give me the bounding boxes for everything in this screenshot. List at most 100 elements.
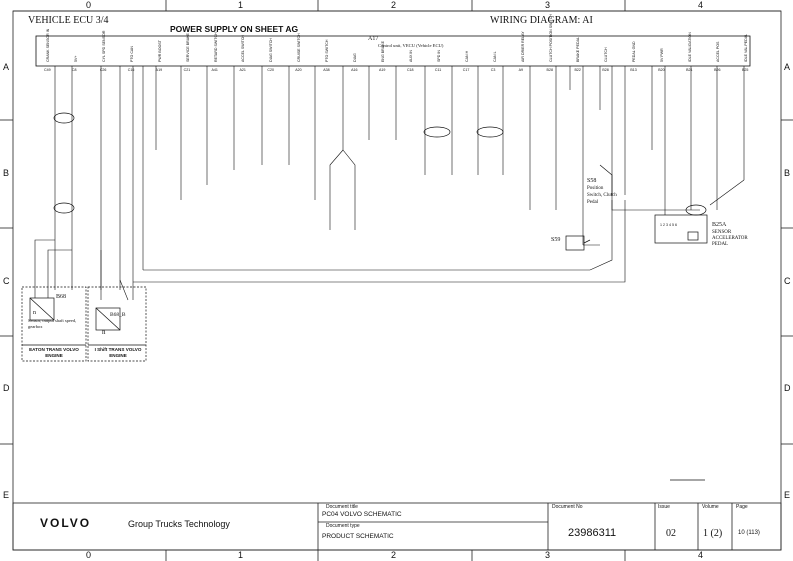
s58-description: Position Switch, Clutch Pedal <box>587 186 617 205</box>
column-label-top-3: 3 <box>545 0 551 10</box>
ecu-pin-label: DIAG SWITCH <box>269 38 274 62</box>
ecu-pin-label: PTO CAN <box>129 46 134 62</box>
volume-label: Volume <box>702 504 719 510</box>
row-label-right-d: D <box>784 383 791 393</box>
row-label-right-a: A <box>784 62 791 72</box>
b25a-box <box>654 214 708 244</box>
ecu-pin-label: 5V PWR <box>660 48 665 62</box>
column-label-top-4: 4 <box>698 0 704 10</box>
ecu-pin-label: CAN H <box>464 50 469 62</box>
ecu-pin-code: A19 <box>379 68 386 72</box>
page-value: 10 (113) <box>738 530 760 536</box>
ecu-pin-label: AUX IN <box>408 50 413 62</box>
row-label-right-b: B <box>784 168 791 178</box>
row-label-right-c: C <box>784 276 791 286</box>
ecu-pin-label: ACCEL SWITCH <box>241 34 246 62</box>
ecu-pin-label: PTO SWITCH <box>325 39 330 63</box>
volvo-logo: VOLVO <box>40 516 92 530</box>
power-supply-note: POWER SUPPLY ON SHEET AG <box>170 24 299 34</box>
ecu-pin-label: 5V+ <box>73 55 78 63</box>
ecu-pin-label: CAN L <box>492 51 497 62</box>
ecu-name: Control unit, VECU (Vehicle ECU) <box>378 43 444 48</box>
b25a-description: SENSOR ACCELERATOR PEDAL <box>712 230 748 247</box>
ecu-pin-code: A38 <box>323 68 330 72</box>
b68b-group-box <box>87 286 147 362</box>
ecu-pin-code: B26 <box>714 68 721 72</box>
ecu-box <box>35 35 751 67</box>
ecu-pin-code: A41 <box>211 68 218 72</box>
issue-value: 02 <box>666 528 676 539</box>
ecu-pin-code: B21 <box>686 68 693 72</box>
volume-value: 1 (2) <box>703 528 723 539</box>
ecu-pin-code: C21 <box>183 68 191 72</box>
b25a-ref: B25A <box>712 222 727 228</box>
ecu-pin-label: CYL SPD SENSOR <box>101 30 106 62</box>
b68-pin: n <box>33 310 36 316</box>
ecu-pin-code: B28 <box>546 68 553 72</box>
ecu-pin-code: C11 <box>434 68 442 72</box>
column-label-top-2: 2 <box>391 0 397 10</box>
row-label-left-b: B <box>3 168 10 178</box>
ecu-pin-code: B20 <box>658 68 665 72</box>
ecu-pin-label: CRANK SENSOR IN <box>46 28 50 62</box>
ecu-pin-label: BRAKE PEDAL <box>576 37 581 62</box>
s59-box <box>565 235 585 251</box>
ecu-pin-label: ENG BRAKE <box>381 41 386 62</box>
b68b-ref: B68_B <box>110 312 126 318</box>
doc-type-label: Document type <box>326 523 360 529</box>
ecu-pin-code: C3 <box>490 68 496 72</box>
b68b-variant: I Shift TRANS VOLVO ENGINE <box>94 347 142 358</box>
b68-description: Sensor, output shaft speed, gearbox <box>28 318 77 329</box>
doc-no-label: Document No <box>552 504 583 510</box>
ecu-pin-code: A21 <box>239 68 246 72</box>
column-label-bottom-4: 4 <box>698 550 704 560</box>
ecu-pin-label: CRUISE SWITCH <box>297 33 302 62</box>
ecu-pin-label: RETARD SWITCH <box>213 32 218 62</box>
b68-ref: B68 <box>56 294 67 300</box>
ecu-pin-label: PWR BOOST <box>157 40 162 62</box>
row-label-right-e: E <box>784 490 791 500</box>
ecu-pin-label: CLUTCH POSITION SWITCH <box>548 14 553 62</box>
ecu-pin-label: CLUTCH <box>604 47 609 62</box>
column-label-bottom-2: 2 <box>391 550 397 560</box>
title-block-frame <box>12 502 782 551</box>
b25a-pins: 1 2 3 4 5 6 <box>660 223 677 227</box>
column-label-top-0: 0 <box>86 0 92 10</box>
b68-group-box <box>21 286 87 362</box>
row-label-left-c: C <box>3 276 10 286</box>
column-label-bottom-3: 3 <box>545 550 551 560</box>
ecu-pin-code: B28 <box>602 68 609 72</box>
row-label-left-e: E <box>3 490 10 500</box>
column-label-bottom-1: 1 <box>238 550 244 560</box>
ecu-pin-code: C8 <box>71 68 77 72</box>
b68-variant: EATON TRANS VOLVO ENGINE <box>29 347 79 358</box>
ecu-pin-label: IDLE VALIDATION <box>688 32 693 62</box>
ecu-pin-label: IDLE VAL PEDAL <box>744 33 748 62</box>
division-name: Group Trucks Technology <box>128 519 230 529</box>
doc-title-label: Document title <box>326 504 358 510</box>
ecu-pin-code: B22 <box>574 68 581 72</box>
ecu-pin-code: C26 <box>99 68 107 72</box>
ecu-pin-label: SPD IN <box>436 50 441 62</box>
s58-ref: S58 <box>587 178 597 184</box>
frame-outer <box>12 10 782 551</box>
page-label: Page <box>736 504 748 510</box>
ecu-ref: A17 <box>368 36 379 42</box>
ecu-pin-label: ACCEL POS <box>716 41 721 62</box>
doc-title-value: PC04 VOLVO SCHEMATIC <box>322 511 402 518</box>
ecu-pin-code: B25 <box>742 68 749 72</box>
sheet-title-left: VEHICLE ECU 3/4 <box>28 15 109 26</box>
ecu-pin-label: SERVICE BRAKE <box>185 33 190 62</box>
issue-label: Issue <box>658 504 670 510</box>
ecu-pin-code: C17 <box>462 68 470 72</box>
ecu-pin-code: A20 <box>295 68 302 72</box>
ecu-pin-code: A9 <box>518 68 524 72</box>
sheet-title-right: WIRING DIAGRAM: AI <box>490 15 593 26</box>
ecu-pin-code: C18 <box>406 68 414 72</box>
ecu-pin-code: B13 <box>630 68 637 72</box>
ecu-pin-code: A16 <box>351 68 358 72</box>
ecu-pin-code: C20 <box>267 68 274 72</box>
ecu-pin-label: DIAG <box>353 53 358 62</box>
s59-ref: S59 <box>551 237 561 243</box>
